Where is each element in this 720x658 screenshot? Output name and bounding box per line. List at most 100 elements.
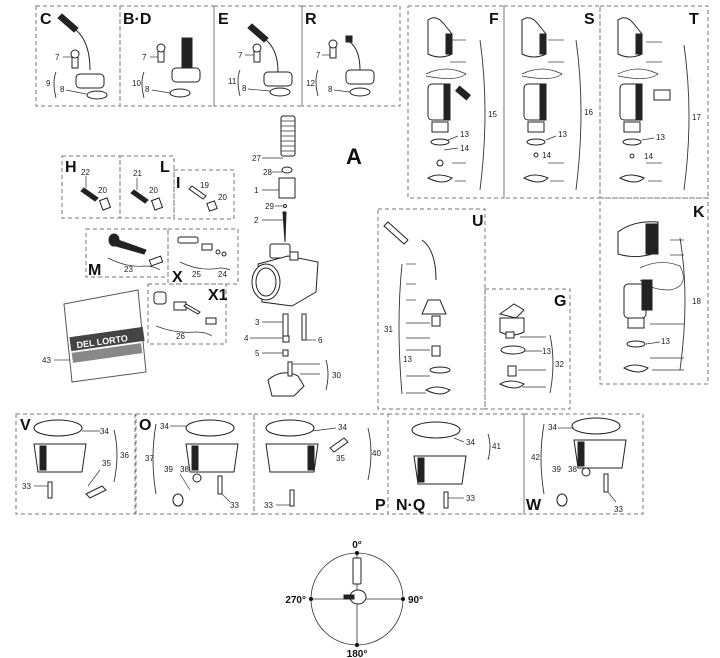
panel-c: C 7 9 8: [35, 5, 121, 107]
callout-13: 13: [460, 130, 469, 139]
panel-label: L: [160, 159, 170, 176]
panel-nq: N·Q 34 41 33: [387, 413, 525, 515]
panel-s: S 16 13 14: [503, 5, 601, 199]
callout-20: 20: [98, 186, 107, 195]
callout-31: 31: [384, 325, 393, 334]
callout-33: 33: [22, 482, 31, 491]
panel-label: W: [526, 497, 542, 514]
throttle-spring: [280, 115, 296, 157]
panel-l: L 21 20: [119, 155, 175, 219]
panel-t: T 17 13 14: [599, 5, 709, 199]
callout-20: 20: [218, 193, 227, 202]
throttle-cable-adjuster-part: [247, 23, 293, 97]
carburetor-body: [251, 243, 319, 307]
callout-34: 34: [338, 423, 347, 432]
callout-8: 8: [328, 85, 333, 94]
callout-39: 39: [552, 465, 561, 474]
panel-label: K: [693, 204, 705, 221]
panel-label: C: [40, 11, 52, 28]
callout-5: 5: [255, 349, 260, 358]
callout-35: 35: [102, 459, 111, 468]
callout-8: 8: [60, 85, 65, 94]
panel-label: P: [375, 497, 386, 514]
callout-33: 33: [230, 501, 239, 510]
assembly-label-a: A: [346, 144, 362, 169]
callout-37: 37: [145, 454, 154, 463]
callout-7: 7: [142, 53, 147, 62]
callout-9: 9: [46, 79, 51, 88]
callout-15: 15: [488, 110, 497, 119]
callout-2: 2: [254, 216, 259, 225]
callout-21: 21: [133, 169, 142, 178]
callout-42: 42: [531, 453, 540, 462]
panel-e: E 7 11 8: [213, 5, 303, 107]
callout-28: 28: [263, 168, 272, 177]
electric-choke-part: [425, 17, 471, 183]
panel-f: F 15 13 14: [407, 5, 505, 199]
panel-r: R 7 12 8: [301, 5, 401, 107]
electric-choke-part: [521, 17, 563, 183]
cable-adjuster-part: [156, 37, 201, 98]
callout-4: 4: [244, 334, 249, 343]
callout-35: 35: [336, 454, 345, 463]
panel-w: W 34 42 39 38 33: [523, 413, 644, 515]
panel-o: O 34 37 39 38 33: [135, 413, 255, 515]
callout-16: 16: [584, 108, 593, 117]
callout-18: 18: [692, 297, 701, 306]
callout-38: 38: [568, 465, 577, 474]
callout-38: 38: [180, 465, 189, 474]
callout-19: 19: [200, 181, 209, 190]
panel-label: E: [218, 11, 229, 28]
electric-choke-part: [617, 17, 671, 183]
panel-label: I: [176, 175, 180, 192]
callout-17: 17: [692, 113, 701, 122]
callout-34: 34: [160, 422, 169, 431]
panel-label: X: [172, 269, 183, 286]
callout-34: 34: [466, 438, 475, 447]
callout-14: 14: [542, 151, 551, 160]
callout-14: 14: [460, 144, 469, 153]
panel-label: B·D: [123, 11, 151, 28]
panel-x1: X1 26: [147, 283, 228, 345]
angle-label-0: 0°: [352, 540, 362, 551]
callout-36: 36: [120, 451, 129, 460]
callout-33: 33: [614, 505, 623, 514]
callout-34: 34: [100, 427, 109, 436]
callout-34: 34: [548, 423, 557, 432]
callout-26: 26: [176, 332, 185, 341]
callout-6: 6: [318, 336, 323, 345]
callout-13: 13: [656, 133, 665, 142]
callout-33: 33: [466, 494, 475, 503]
callout-13: 13: [558, 130, 567, 139]
callout-13: 13: [661, 337, 670, 346]
panel-g: G 13 32: [484, 288, 571, 410]
callout-7: 7: [55, 53, 60, 62]
panel-label: X1: [208, 287, 228, 304]
panel-k: K 13 18: [599, 197, 709, 385]
panel-label: G: [554, 293, 566, 310]
callout-14: 14: [644, 152, 653, 161]
callout-40: 40: [372, 449, 381, 458]
callout-22: 22: [81, 168, 90, 177]
callout-25: 25: [192, 270, 201, 279]
panel-label: M: [88, 262, 101, 279]
carburetor-top-view-icon: [352, 557, 362, 585]
panel-label: U: [472, 213, 484, 230]
callout-1: 1: [254, 186, 259, 195]
panel-label: N·Q: [396, 497, 425, 514]
panel-u: U 31 13: [377, 208, 486, 410]
callout-41: 41: [492, 442, 501, 451]
orientation-dial: 0° 90° 180° 270°: [285, 540, 423, 658]
callout-27: 27: [252, 154, 261, 163]
panel-label: H: [65, 159, 77, 176]
callout-12: 12: [306, 79, 315, 88]
callout-8: 8: [242, 84, 247, 93]
panel-label: V: [20, 417, 31, 434]
panel-label: R: [305, 11, 317, 28]
callout-3: 3: [255, 318, 260, 327]
callout-30: 30: [332, 371, 341, 380]
panel-label: T: [689, 11, 699, 28]
panel-bd: B·D 7 10 8: [119, 5, 215, 107]
callout-39: 39: [164, 465, 173, 474]
angle-label-90: 90°: [408, 595, 423, 606]
